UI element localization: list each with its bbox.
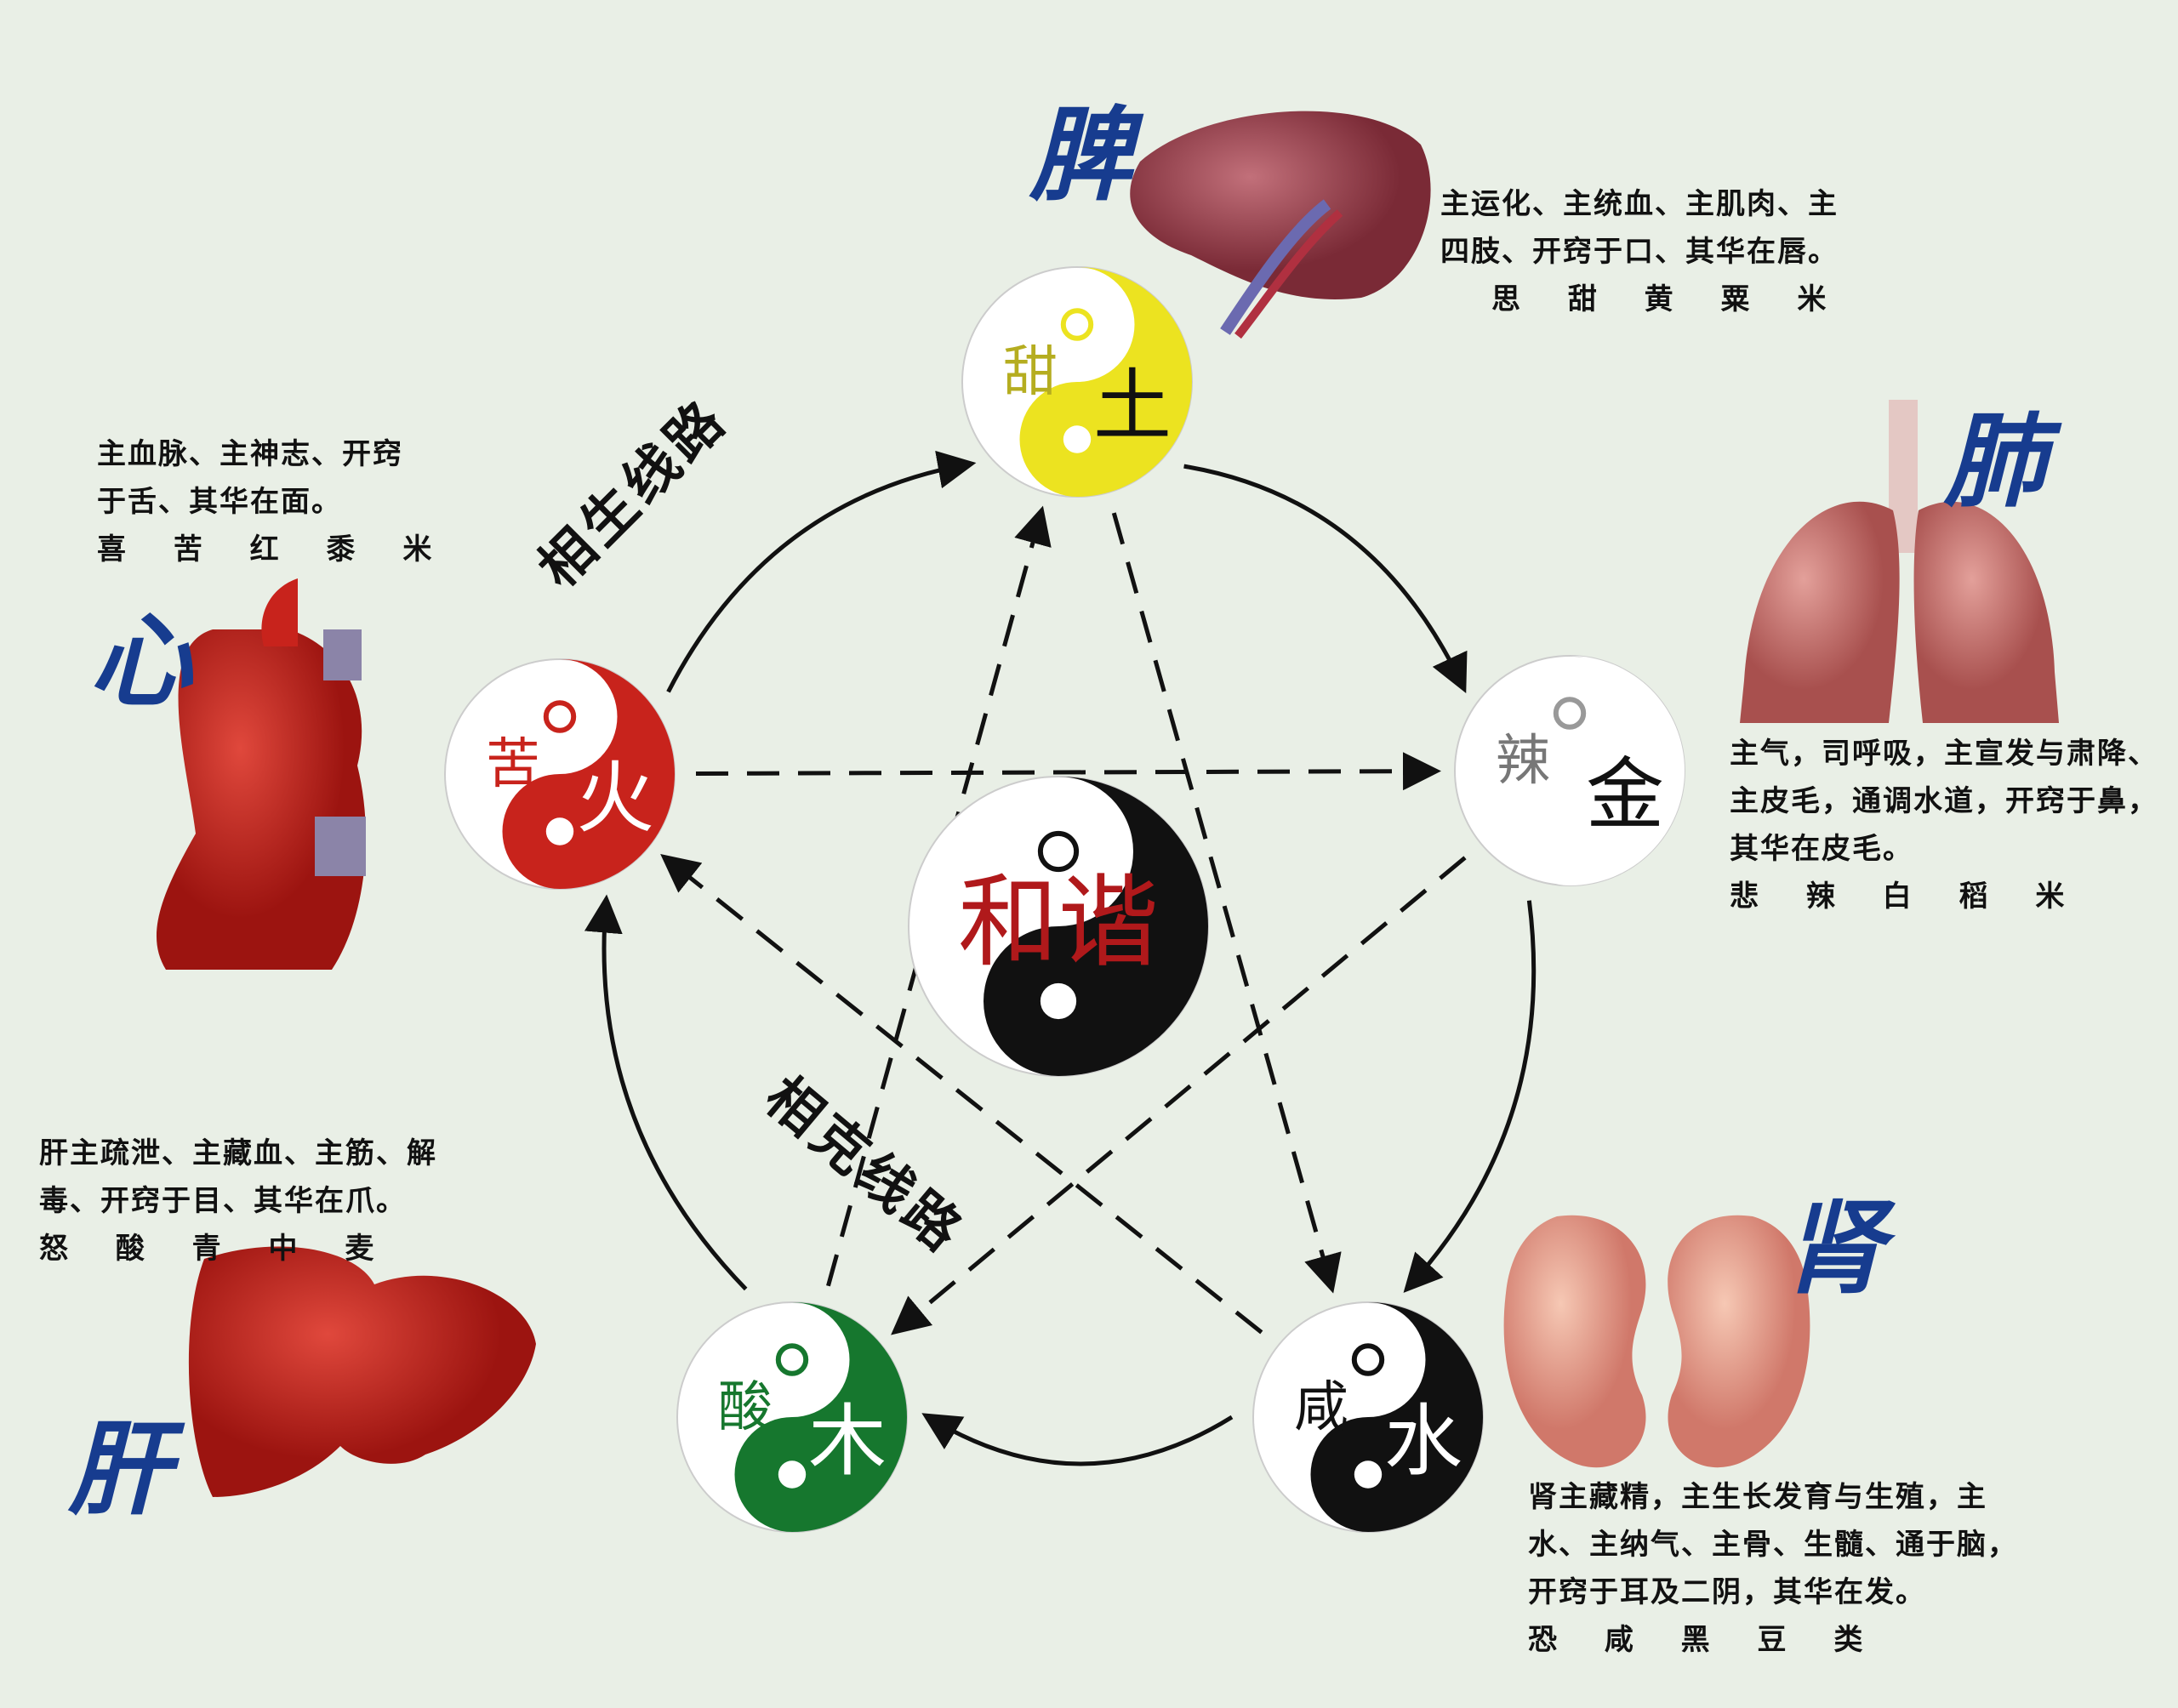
yinyang-dark-half: [1512, 656, 1685, 885]
yinyang-light-dot: [1555, 814, 1584, 842]
generating-arrow-fire-to-earth: [666, 450, 977, 693]
yinyang-ring-dot: [1351, 1343, 1385, 1376]
generating-arrow-wood-to-fire: [584, 894, 748, 1291]
generating-arrow-water-to-wood: [921, 1413, 1234, 1466]
generating-arrow-metal-to-water: [1403, 900, 1537, 1293]
liver-illustration: [188, 1246, 537, 1497]
element-char: 火: [576, 753, 654, 844]
lung-info: 主气，司呼吸，主宣发与肃降、 主皮毛，通调水道，开窍于鼻， 其华在皮毛。 悲 辣…: [1730, 730, 2158, 920]
center-harmony-symbol: 和谐: [908, 776, 1209, 1077]
kidney-illustration: [1503, 1215, 1810, 1468]
heart-label: 心: [89, 601, 191, 721]
center-text: 和谐: [958, 863, 1159, 981]
info-line: 开窍于耳及二阴，其华在发。: [1528, 1575, 1926, 1609]
element-node-wood: 酸木: [676, 1301, 908, 1533]
yinyang-light-dot: [545, 817, 574, 845]
element-char: 土: [1093, 361, 1172, 452]
controlling-arrow-earth-to-water: [1111, 512, 1342, 1294]
arrows-layer: [584, 450, 1537, 1466]
taste-char: 酸: [718, 1376, 773, 1439]
element-node-fire: 苦火: [444, 658, 676, 890]
yinyang-light-dot: [778, 1460, 807, 1489]
taste-char: 苦: [486, 733, 540, 796]
lung-illustration: [1740, 400, 2059, 723]
liver-label: 肝: [68, 1409, 170, 1529]
controlling-arrow-wood-to-earth: [826, 505, 1052, 1287]
yinyang-ring-dot: [1553, 697, 1587, 730]
element-nodes: 甜土辣金咸水 酸木 苦火和谐: [444, 266, 1685, 1533]
element-char: 木: [808, 1396, 887, 1487]
taste-char: 甜: [1003, 341, 1058, 404]
heart-illustration: [156, 578, 366, 970]
yinyang-dark-half: [1310, 1302, 1483, 1532]
element-node-metal: 辣金: [1454, 655, 1685, 886]
info-foods: 喜 苦 红 黍 米: [97, 532, 451, 566]
yinyang-light-dot: [1063, 425, 1092, 453]
info-line: 主运化、主统血、主肌肉、主: [1440, 187, 1839, 221]
taste-char: 辣: [1496, 730, 1550, 793]
element-char: 水: [1384, 1396, 1462, 1487]
yinyang-dark-half: [984, 777, 1208, 1076]
controlling-arrow-water-to-fire: [660, 854, 1263, 1335]
info-line: 于舌、其华在面。: [97, 485, 342, 519]
controlling-arrow-metal-to-wood: [891, 856, 1467, 1335]
yinyang-light-dot: [1354, 1460, 1383, 1489]
info-line: 主皮毛，通调水道，开窍于鼻，: [1730, 784, 2158, 818]
info-foods: 思 甜 黄 粟 米: [1491, 282, 1845, 316]
spleen-info: 主运化、主统血、主肌肉、主 四肢、开窍于口、其华在唇。 思 甜 黄 粟 米: [1440, 180, 1844, 323]
info-foods: 怒 酸 青 中 麦: [39, 1232, 393, 1266]
info-line: 其华在皮毛。: [1730, 832, 1913, 866]
spleen-label: 脾: [1029, 95, 1132, 215]
element-char: 金: [1586, 749, 1664, 840]
yinyang-light-dot: [1040, 982, 1077, 1020]
generating-arrow-earth-to-metal: [1183, 464, 1468, 694]
controlling-arrow-fire-to-metal: [695, 752, 1441, 791]
yinyang-ring-dot: [1060, 308, 1094, 341]
info-line: 肾主藏精，主生长发育与生殖，主: [1528, 1480, 1987, 1514]
liver-info: 肝主疏泄、主藏血、主筋、解 毒、开窍于目、其华在爪。 怒 酸 青 中 麦: [39, 1130, 437, 1272]
element-node-earth: 甜土: [961, 266, 1193, 498]
info-line: 肝主疏泄、主藏血、主筋、解: [39, 1136, 437, 1170]
info-line: 四肢、开窍于口、其华在唇。: [1440, 235, 1839, 269]
info-line: 毒、开窍于目、其华在爪。: [39, 1184, 407, 1218]
yinyang-dark-half: [502, 659, 675, 889]
kidney-label: 肾: [1782, 1188, 1884, 1308]
element-node-water: 咸水: [1252, 1301, 1484, 1533]
spleen-illustration: [1130, 111, 1431, 339]
yinyang-ring-dot: [775, 1343, 809, 1376]
yinyang-ring-dot: [543, 700, 577, 733]
yinyang-dark-half: [1019, 267, 1192, 497]
taste-char: 咸: [1294, 1376, 1348, 1439]
info-foods: 悲 辣 白 稻 米: [1730, 880, 2084, 914]
info-foods: 恐 咸 黑 豆 类: [1528, 1623, 1882, 1657]
info-line: 主血脉、主神志、开窍: [97, 437, 403, 471]
yinyang-dark-half: [734, 1302, 907, 1532]
kidney-info: 肾主藏精，主生长发育与生殖，主 水、主纳气、主骨、生髓、通于脑， 开窍于耳及二阴…: [1528, 1473, 2018, 1664]
info-line: 主气，司呼吸，主宣发与肃降、: [1730, 737, 2158, 771]
heart-info: 主血脉、主神志、开窍 于舌、其华在面。 喜 苦 红 黍 米: [97, 430, 450, 573]
yinyang-ring-dot: [1037, 830, 1080, 873]
info-line: 水、主纳气、主骨、生髓、通于脑，: [1528, 1528, 2018, 1562]
lung-label: 肺: [1944, 401, 2046, 521]
